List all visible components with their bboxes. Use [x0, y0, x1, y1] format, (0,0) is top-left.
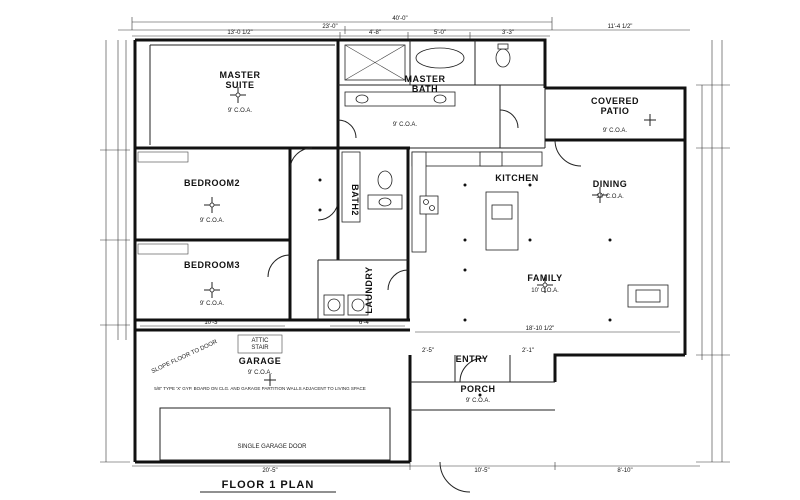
doors	[267, 109, 582, 493]
porch-label: PORCH	[460, 384, 495, 394]
sink-icon	[433, 94, 447, 104]
entry-right-dim: 2'-1"	[522, 348, 534, 354]
bedroom-width-dim: 10'-3"	[204, 320, 219, 326]
kitchen-sink-icon	[491, 204, 513, 220]
master-bath-label-2: BATH	[412, 84, 438, 94]
garage-door-header: SINGLE GARAGE DOOR	[237, 444, 307, 450]
kitchen-island	[485, 191, 519, 251]
door-swing-icon	[554, 139, 582, 167]
upper-right-dim: 11'-4 1/2"	[608, 24, 633, 30]
family-width-dim: 18'-10 1/2"	[526, 326, 555, 332]
bottom-right-dim: 8'-10"	[617, 468, 632, 474]
garage-label: GARAGE	[239, 356, 282, 366]
upper-left-dim: 23'-0"	[322, 24, 337, 30]
dining-ceiling: 10' C.O.A.	[596, 194, 624, 200]
door-swing-icon	[267, 254, 291, 278]
bedroom3-label: BEDROOM3	[184, 260, 240, 270]
overall-width-dim: 40'-0"	[392, 16, 407, 22]
covered-patio-label-2: PATIO	[601, 106, 630, 116]
exterior-walls	[133, 38, 687, 464]
range-icon	[419, 195, 439, 215]
entry-left-dim: 2'-5"	[422, 348, 434, 354]
bath2-sink-icon	[378, 197, 392, 207]
door-swing-icon	[439, 461, 471, 493]
bottom-left-dim: 20'-5"	[262, 468, 277, 474]
light-fixtures	[204, 87, 656, 397]
door-swing-icon	[459, 357, 485, 383]
garage-note: 5/8" TYPE 'X' GYP. BOARD ON CLG. AND GAR…	[154, 386, 366, 391]
segment1-dim: 13'-0 1/2"	[227, 30, 252, 36]
family-ceiling: 10' C.O.A.	[531, 288, 559, 294]
kitchen-counter	[411, 151, 543, 167]
dining-label: DINING	[593, 179, 628, 189]
sink-icon	[355, 94, 369, 104]
attic-label-1: ATTIC	[252, 338, 270, 344]
bathtub-icon	[415, 47, 465, 69]
bedroom3-ceiling: 9' C.O.A.	[200, 301, 224, 307]
door-swing-icon	[317, 199, 339, 221]
room-labels: MASTER SUITE 9' C.O.A. MASTER BATH 9' C.…	[184, 70, 639, 404]
garage-door-icon	[159, 407, 391, 461]
covered-patio-ceiling: 9' C.O.A.	[603, 128, 627, 134]
master-suite-label-1: MASTER	[220, 70, 261, 80]
master-suite-label-2: SUITE	[225, 80, 254, 90]
segment3-dim: 5'-0"	[434, 30, 446, 36]
interior-walls	[135, 40, 685, 383]
toilet-icon	[495, 48, 511, 68]
master-bath-ceiling: 9' C.O.A.	[393, 122, 417, 128]
segment4-dim: 3'-3"	[502, 30, 514, 36]
bedroom2-label: BEDROOM2	[184, 178, 240, 188]
slope-note: SLOPE FLOOR TO DOOR	[151, 339, 219, 375]
porch-ceiling: 9' C.O.A.	[466, 398, 490, 404]
interior-dimensions: 10'-3" 6'-4" 18'-10 1/2" 2'-5" 2'-1"	[140, 320, 680, 354]
left-dimension-lines	[100, 40, 130, 463]
bedroom2-ceiling: 9' C.O.A.	[200, 218, 224, 224]
bath2-label: BATH2	[350, 184, 360, 216]
refrigerator-icon	[479, 151, 503, 167]
covered-patio-label-1: COVERED	[591, 96, 639, 106]
right-dimension-lines	[696, 40, 730, 463]
family-label: FAMILY	[527, 273, 562, 283]
top-dimension-lines: 40'-0" 23'-0" 11'-4 1/2" 13'-0 1/2" 4'-8…	[118, 16, 690, 40]
entry-label: ENTRY	[456, 354, 489, 364]
bottom-dimension-lines: 20'-5" 10'-5" 8'-10"	[132, 462, 700, 474]
door-swing-icon	[499, 109, 519, 129]
laundry-label: LAUNDRY	[364, 266, 374, 313]
bottom-mid-dim: 10'-5"	[474, 468, 489, 474]
plan-title: FLOOR 1 PLAN	[222, 479, 315, 491]
fixtures	[137, 43, 669, 461]
garage-ceiling: 9' C.O.A.	[248, 370, 272, 376]
door-swing-icon	[289, 147, 313, 171]
laundry-width-dim: 6'-4"	[359, 320, 371, 326]
segment2-dim: 4'-8"	[369, 30, 381, 36]
door-swing-icon	[387, 269, 409, 291]
master-bath-label-1: MASTER	[405, 74, 446, 84]
bath2-tub-icon	[341, 151, 361, 223]
kitchen-label: KITCHEN	[495, 173, 539, 183]
attic-label-2: STAIR	[251, 345, 269, 351]
door-swing-icon	[337, 119, 357, 139]
bath2-toilet-icon	[377, 170, 393, 190]
master-suite-ceiling: 9' C.O.A.	[228, 108, 252, 114]
